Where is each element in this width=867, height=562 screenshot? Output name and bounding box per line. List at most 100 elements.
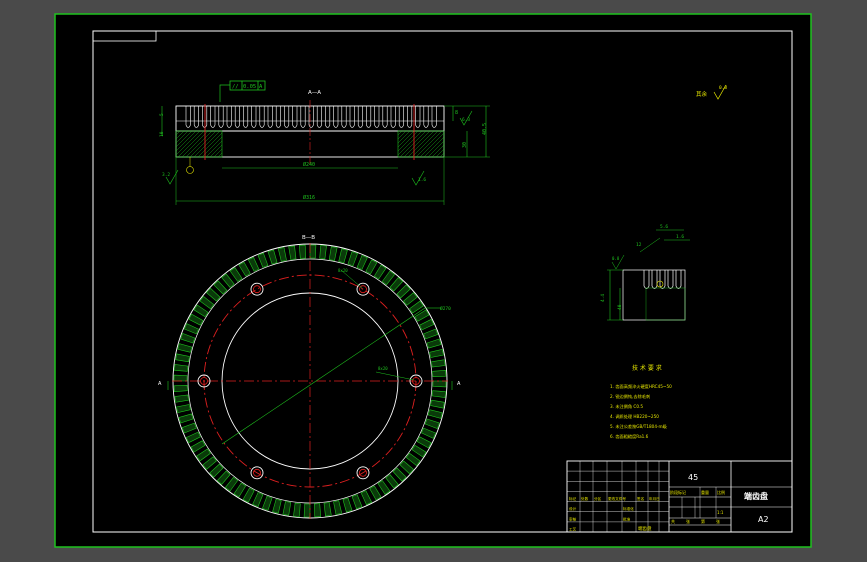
detail-tooth	[659, 270, 666, 289]
gear-teeth-section	[185, 106, 437, 128]
gear-tooth	[403, 292, 418, 306]
tolerance-datum: A	[259, 84, 263, 90]
bolt-hole-outer	[250, 282, 264, 296]
gear-tooth	[174, 364, 189, 372]
tech-item: 5. 未注公差按GB/T1804-m级	[610, 423, 668, 430]
svg-text:10: 10	[159, 131, 165, 137]
inner-diameter-dim: Ø240	[303, 161, 315, 168]
section-tooth	[193, 106, 199, 128]
gear-tooth	[431, 359, 446, 368]
bolt-hole-outer	[250, 466, 264, 480]
gear-tooth	[238, 261, 251, 277]
gear-tooth	[184, 323, 199, 335]
gear-tooth	[213, 280, 228, 295]
bolt-hole-outer	[197, 374, 211, 388]
gear-tooth	[298, 244, 307, 259]
gear-tooth	[257, 252, 269, 268]
bolt-hole-outer	[356, 466, 370, 480]
bolt-hole-inner	[412, 377, 420, 385]
gear-tooth	[432, 369, 447, 378]
gear-tooth	[181, 422, 197, 434]
svg-text:张: 张	[686, 518, 690, 524]
gear-tooth	[282, 501, 292, 516]
gear-tooth	[193, 304, 209, 318]
gear-tooth	[347, 251, 358, 267]
title-row-label: 设计	[569, 506, 577, 511]
gear-tooth	[178, 413, 194, 424]
gear-tooth	[206, 287, 221, 302]
gear-tooth	[377, 480, 391, 495]
section-tooth	[300, 106, 306, 128]
pitch-circle-dim: Ø270	[440, 305, 451, 312]
section-tooth	[234, 106, 240, 128]
svg-text:共: 共	[671, 518, 675, 524]
svg-text:1.6: 1.6	[676, 234, 684, 240]
gear-tooth	[252, 492, 264, 507]
tolerance-value: 0.05	[243, 84, 256, 90]
gear-tooth	[173, 384, 188, 393]
gear-tooth	[313, 503, 322, 518]
detail-angle-dim: 12	[636, 242, 642, 248]
technical-requirements: 技 术 要 求 1. 齿面高频淬火硬度HRC45~502. 锐边倒钝,去除毛刺3…	[610, 364, 672, 440]
gear-tooth	[196, 448, 211, 462]
section-tooth	[415, 106, 421, 128]
section-b-label: B—B	[302, 235, 315, 241]
weight-header: 重量	[701, 489, 709, 495]
pitch-dia-leader	[221, 307, 426, 445]
gear-tooth	[381, 270, 396, 286]
section-tooth	[267, 106, 273, 128]
gear-tooth	[216, 470, 231, 485]
gear-tooth	[176, 404, 191, 414]
svg-text:6.3: 6.3	[462, 117, 470, 123]
frame-corner-box	[92, 30, 157, 42]
bolt-hole-inner	[359, 285, 367, 294]
height-total-dim: 40.5	[482, 123, 488, 135]
gear-tooth	[242, 487, 255, 503]
section-arrow-right: A	[451, 381, 461, 390]
tooth-detail-view: 4.4 40 5.6 1.6 12 0.8	[600, 224, 690, 321]
gear-tooth	[180, 333, 196, 344]
svg-text:A: A	[457, 381, 461, 387]
tech-item: 1. 齿面高频淬火硬度HRC45~50	[610, 383, 672, 390]
gear-tooth	[323, 502, 332, 517]
roughness-symbol-right: 1.6	[411, 170, 426, 186]
section-tooth	[398, 106, 404, 128]
section-tooth	[226, 106, 232, 128]
gear-tooth	[229, 267, 243, 282]
section-tooth	[374, 106, 380, 128]
corner-note: 其余	[696, 90, 708, 98]
svg-text:第: 第	[701, 518, 705, 524]
gear-tooth	[426, 338, 442, 349]
gear-tooth	[174, 394, 189, 403]
part-name: 端齿盘	[744, 491, 768, 501]
section-b-view: B—B Ø270 8x20 8x20 A A	[158, 235, 461, 519]
bolt-hole-outer	[409, 374, 423, 388]
title-row-label: 工艺	[569, 527, 577, 532]
hatch-left	[175, 130, 223, 158]
section-arrow-left: A	[158, 381, 169, 390]
title-col-label: 签名	[637, 496, 645, 501]
gear-tooth	[333, 500, 343, 515]
svg-text:0.8: 0.8	[612, 256, 620, 261]
gear-tooth	[411, 444, 427, 458]
gear-tooth	[277, 247, 287, 262]
bolt-hole-inner	[200, 377, 208, 385]
bolt-hole-inner	[359, 468, 367, 477]
svg-text:5: 5	[159, 113, 165, 116]
gear-tooth	[385, 474, 399, 489]
title-col-label: 分区	[594, 496, 602, 501]
detail-tooth	[667, 270, 674, 289]
gear-tooth	[199, 295, 215, 310]
gear-tooth	[177, 343, 193, 353]
section-tooth	[185, 106, 191, 128]
bolt-hole-inner	[253, 285, 261, 294]
gear-tooth	[392, 467, 407, 482]
gear-tooth	[262, 495, 273, 511]
detail-tooth	[675, 270, 682, 289]
section-tooth	[349, 106, 355, 128]
gear-tooth	[431, 390, 446, 398]
svg-text:1.6: 1.6	[418, 177, 426, 183]
section-tooth	[325, 106, 331, 128]
gear-tooth	[430, 399, 445, 409]
